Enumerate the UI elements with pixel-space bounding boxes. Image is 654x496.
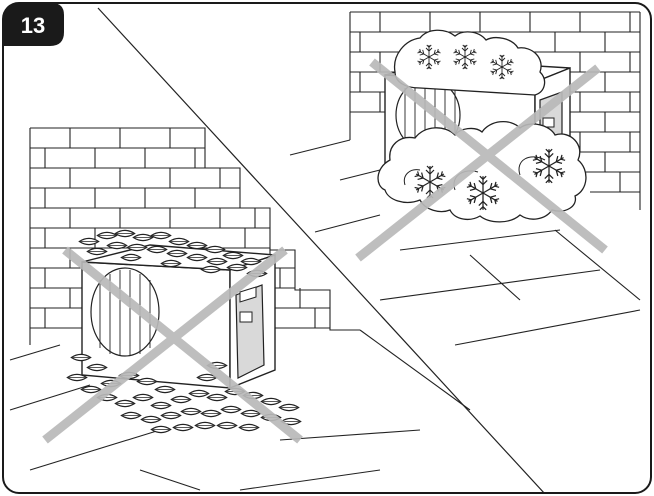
prohibition-cross-left <box>42 246 303 444</box>
step-number: 13 <box>21 13 45 38</box>
figure-content <box>9 7 641 493</box>
prohibition-cross-right <box>355 58 608 262</box>
brick-wall-left <box>29 127 360 345</box>
panel-divider <box>97 7 546 493</box>
floor-left <box>9 329 471 491</box>
floor-right <box>289 139 641 346</box>
step-number-badge: 13 <box>3 3 64 46</box>
snow-drift-top <box>393 29 546 96</box>
snow-scene <box>289 11 641 346</box>
leaves-scene <box>9 127 471 491</box>
